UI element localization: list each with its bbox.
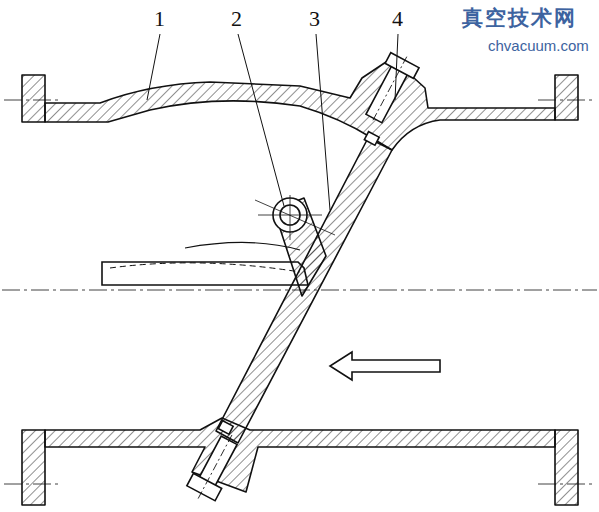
counterweight-plate bbox=[102, 262, 308, 285]
body-top-wall bbox=[45, 58, 555, 150]
leader-line bbox=[395, 34, 398, 100]
callout-number: 2 bbox=[231, 8, 242, 30]
upper-bolt bbox=[358, 49, 421, 129]
flow-arrow bbox=[330, 352, 440, 380]
swing-arm bbox=[274, 198, 326, 296]
lower-bolt bbox=[184, 427, 246, 506]
leader-line bbox=[316, 34, 330, 210]
upper-seat-ring bbox=[364, 132, 379, 146]
pin-centerline bbox=[290, 195, 291, 240]
callout-number: 4 bbox=[392, 8, 403, 30]
leader-line bbox=[238, 34, 284, 206]
bolt-centerline bbox=[538, 484, 596, 485]
pin-centerline bbox=[258, 215, 322, 216]
lower-seat-ring bbox=[218, 421, 233, 435]
axis-centerline bbox=[2, 290, 597, 291]
valve-disc bbox=[216, 138, 392, 443]
leader-line bbox=[147, 34, 160, 100]
callout-number: 1 bbox=[154, 8, 165, 30]
bolt-centerline bbox=[4, 100, 62, 101]
body-bottom-wall bbox=[45, 418, 555, 492]
right-flange-top bbox=[555, 75, 578, 120]
watermark: chvacuum.com bbox=[488, 38, 589, 53]
bolt-centerline bbox=[538, 100, 596, 101]
hidden-line bbox=[110, 263, 300, 272]
right-flange-bottom bbox=[555, 430, 578, 505]
left-flange-bottom bbox=[22, 430, 45, 505]
watermark: 真空技术网 bbox=[462, 8, 577, 29]
pin-centerline bbox=[255, 200, 335, 235]
plate-rib bbox=[185, 242, 300, 250]
callout-number: 3 bbox=[309, 8, 320, 30]
left-flange-top bbox=[22, 75, 45, 122]
bolt-centerline bbox=[4, 484, 62, 485]
